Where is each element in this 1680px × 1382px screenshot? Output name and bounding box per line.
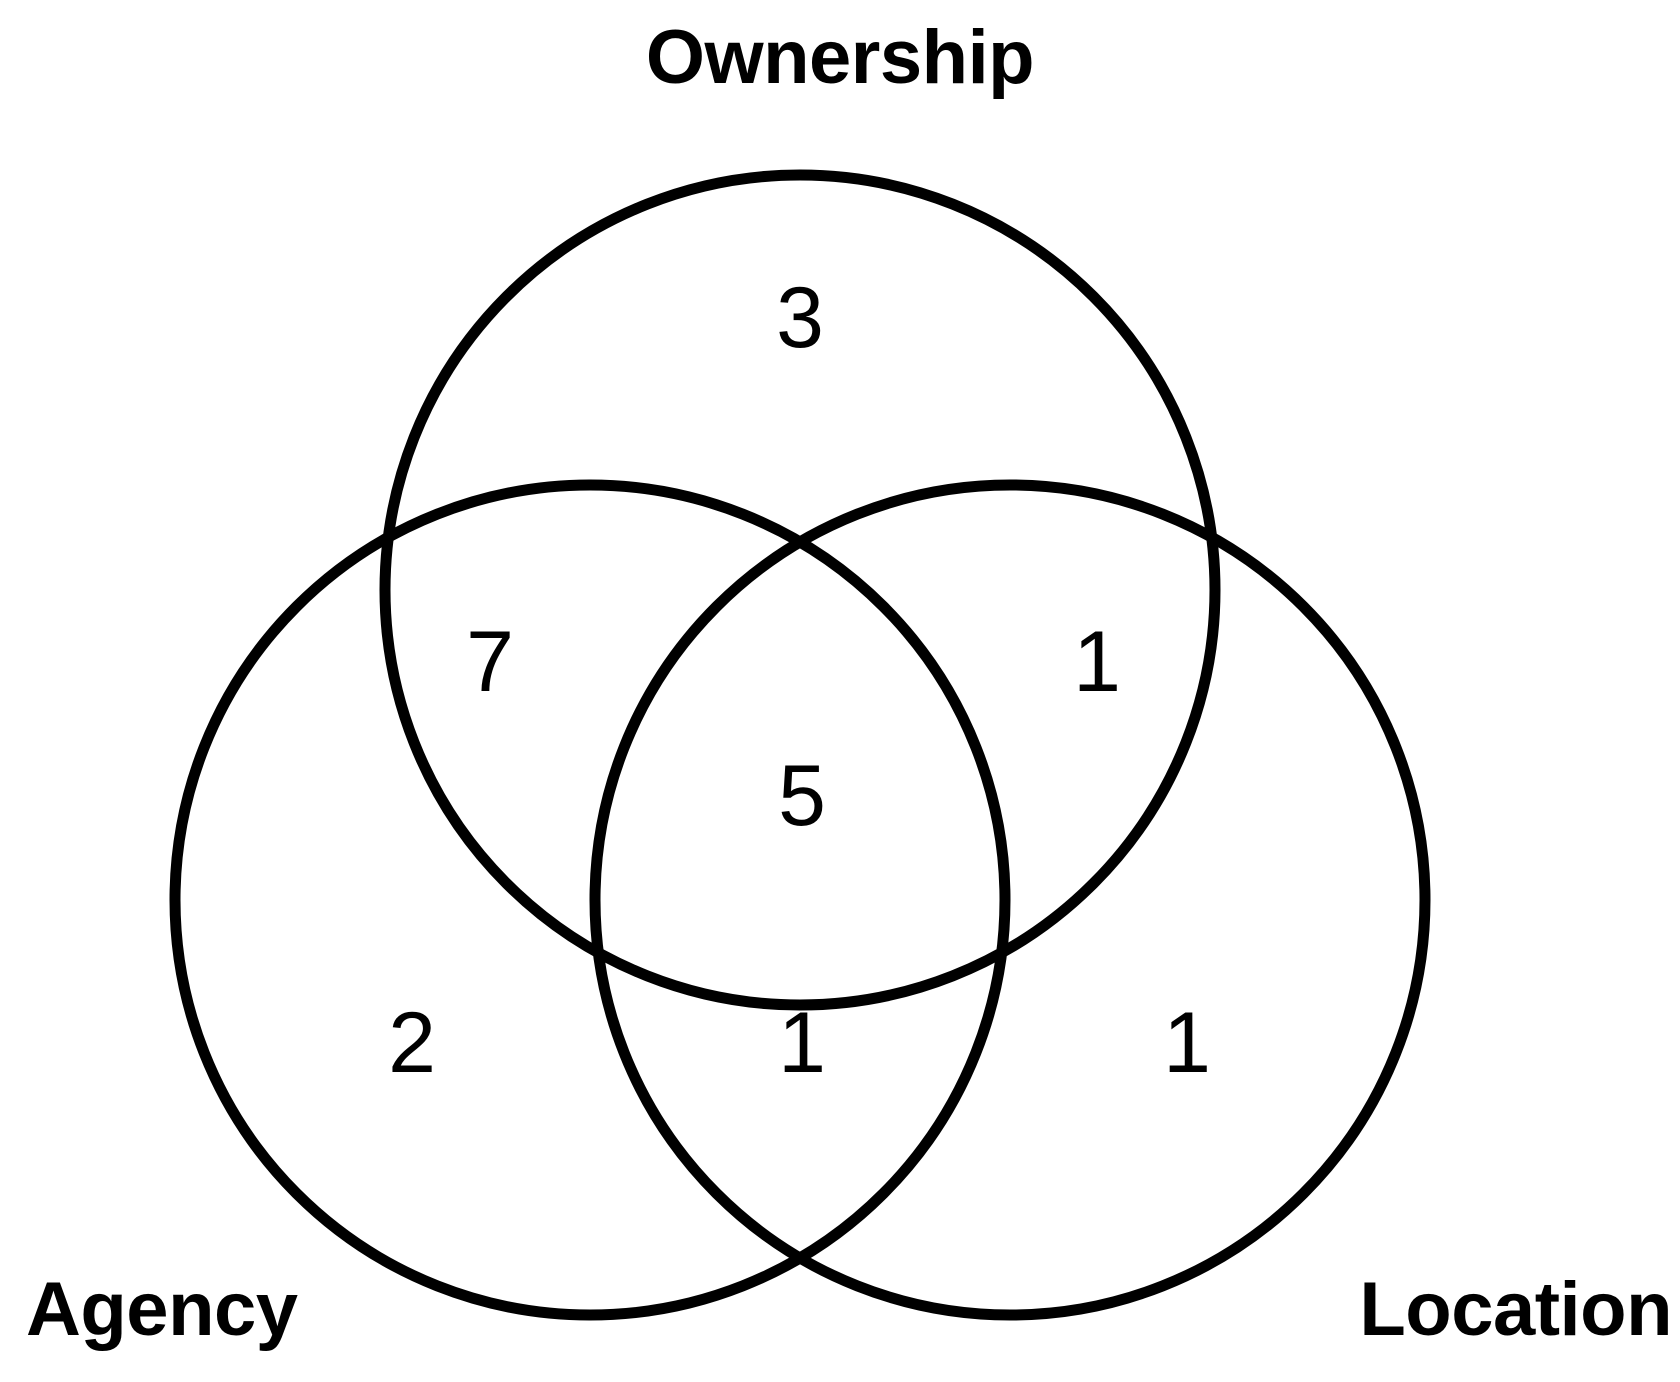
circle-location	[589, 479, 1431, 1321]
region-count-location-only: 1	[1163, 995, 1211, 1091]
region-count-agency-location: 1	[778, 995, 826, 1091]
region-count-ownership-location: 1	[1073, 614, 1121, 710]
region-count-ownership-agency: 7	[466, 614, 514, 710]
set-label-ownership: Ownership	[645, 15, 1035, 100]
circle-ownership	[379, 169, 1221, 1011]
region-count-ownership-only: 3	[776, 270, 824, 366]
region-count-agency-only: 2	[388, 995, 436, 1091]
set-label-location: Location	[1359, 1267, 1672, 1352]
region-count-all-three: 5	[778, 748, 826, 844]
circle-agency	[169, 479, 1011, 1321]
set-label-agency: Agency	[26, 1267, 298, 1352]
